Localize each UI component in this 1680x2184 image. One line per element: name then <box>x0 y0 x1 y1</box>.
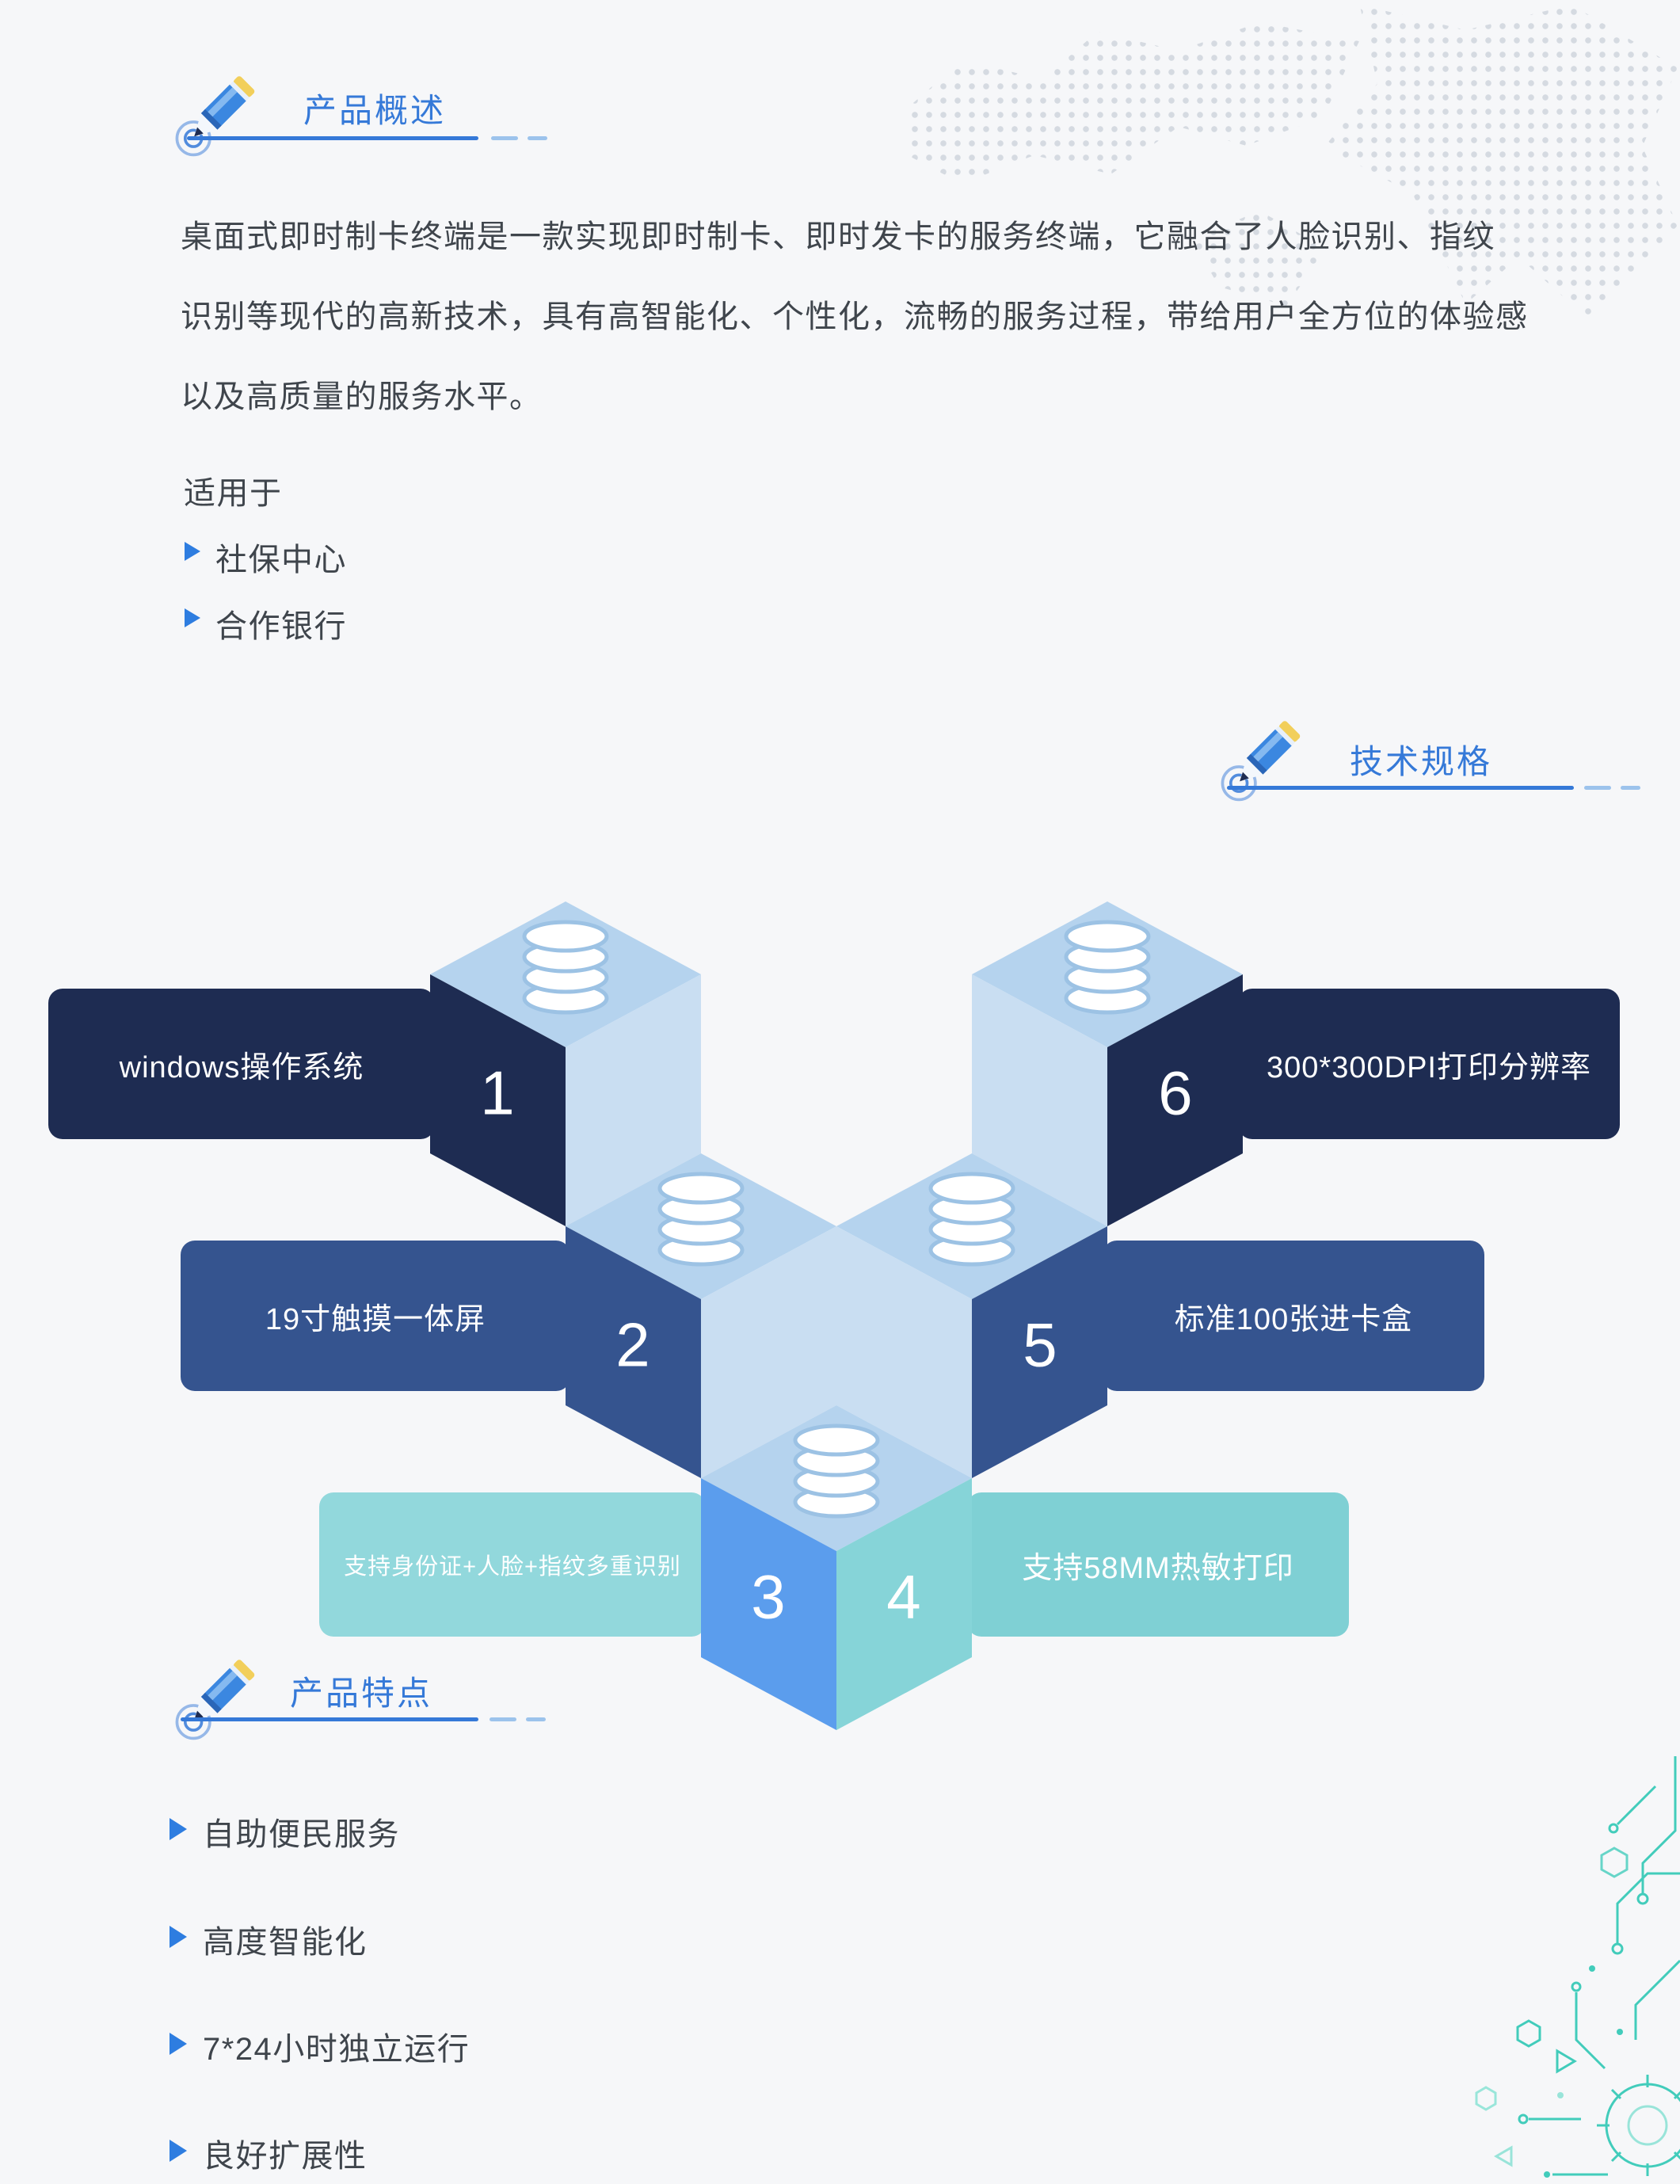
cube-number-5: 5 <box>1023 1309 1057 1380</box>
cube-number-4: 4 <box>886 1561 921 1632</box>
section-title-overview: 产品概述 <box>303 92 447 129</box>
applicable-item: 社保中心 <box>215 543 347 577</box>
spec-pill-4-label: 支持58MM热敏打印 <box>1022 1551 1294 1585</box>
section-title-specs: 技术规格 <box>1350 743 1493 780</box>
section-underline <box>187 136 478 140</box>
bullet-triangle-icon <box>170 1926 187 1948</box>
world-map-dots <box>1324 5 1678 320</box>
database-icon <box>657 1172 745 1267</box>
database-icon <box>793 1424 880 1519</box>
spec-pill-3-label: 支持身份证+人脸+指纹多重识别 <box>344 1554 681 1580</box>
cube-number-1: 1 <box>480 1058 515 1128</box>
underline-dash <box>491 136 518 140</box>
cube-number-2: 2 <box>615 1309 650 1380</box>
cube-number-6: 6 <box>1158 1058 1193 1128</box>
spec-pill-6-label: 300*300DPI打印分辨率 <box>1267 1050 1591 1084</box>
cube-number-3: 3 <box>751 1561 786 1632</box>
cube-1 <box>430 901 701 1226</box>
underline-dash <box>528 136 547 140</box>
spec-pill-1-label: windows操作系统 <box>119 1050 364 1084</box>
bullet-triangle-icon <box>170 1818 187 1840</box>
bullet-triangle-icon <box>185 608 200 627</box>
spec-pill-2: 19寸触摸一体屏 <box>181 1241 570 1391</box>
bullet-triangle-icon <box>170 2140 187 2162</box>
bullet-triangle-icon <box>170 2033 187 2055</box>
database-icon <box>928 1172 1015 1267</box>
section-underline <box>1227 786 1574 790</box>
circuit-decoration <box>1475 1756 1680 2178</box>
cube-3-4 <box>701 1405 972 1730</box>
spec-pill-3: 支持身份证+人脸+指纹多重识别 <box>319 1492 706 1637</box>
feature-item: 7*24小时独立运行 <box>203 2032 470 2067</box>
bullet-triangle-icon <box>185 542 200 561</box>
underline-dash <box>1621 786 1640 790</box>
section-title-features: 产品特点 <box>290 1675 433 1712</box>
spec-pill-4: 支持58MM热敏打印 <box>967 1492 1349 1637</box>
pencil-icon <box>175 1656 257 1740</box>
spec-pill-5: 标准100张进卡盒 <box>1103 1241 1484 1391</box>
database-icon <box>1064 920 1151 1015</box>
overview-paragraph-line: 识别等现代的高新技术，具有高智能化、个性化，流畅的服务过程，带给用户全方位的体验… <box>181 299 1529 334</box>
pencil-icon <box>1221 718 1303 802</box>
spec-pill-2-label: 19寸触摸一体屏 <box>265 1302 486 1336</box>
feature-item: 良好扩展性 <box>203 2139 368 2174</box>
world-map-dots <box>908 22 1359 184</box>
cube-2 <box>566 1153 836 1478</box>
spec-pill-1: windows操作系统 <box>48 989 435 1139</box>
spec-pill-6: 300*300DPI打印分辨率 <box>1238 989 1620 1139</box>
cube-6 <box>972 901 1243 1226</box>
feature-item: 自助便民服务 <box>203 1817 400 1852</box>
pencil-icon <box>175 73 257 157</box>
database-icon <box>522 920 609 1015</box>
section-underline <box>181 1717 478 1721</box>
cube-5 <box>836 1153 1107 1478</box>
overview-paragraph-line: 以及高质量的服务水平。 <box>181 379 543 414</box>
applicable-item: 合作银行 <box>215 609 347 644</box>
overview-paragraph-line: 桌面式即时制卡终端是一款实现即时制卡、即时发卡的服务终端，它融合了人脸识别、指纹 <box>181 219 1495 254</box>
underline-dash <box>526 1717 546 1721</box>
spec-pill-5-label: 标准100张进卡盒 <box>1174 1302 1413 1336</box>
underline-dash <box>1584 786 1611 790</box>
underline-dash <box>490 1717 516 1721</box>
feature-item: 高度智能化 <box>203 1925 368 1960</box>
applicable-heading: 适用于 <box>184 476 283 511</box>
